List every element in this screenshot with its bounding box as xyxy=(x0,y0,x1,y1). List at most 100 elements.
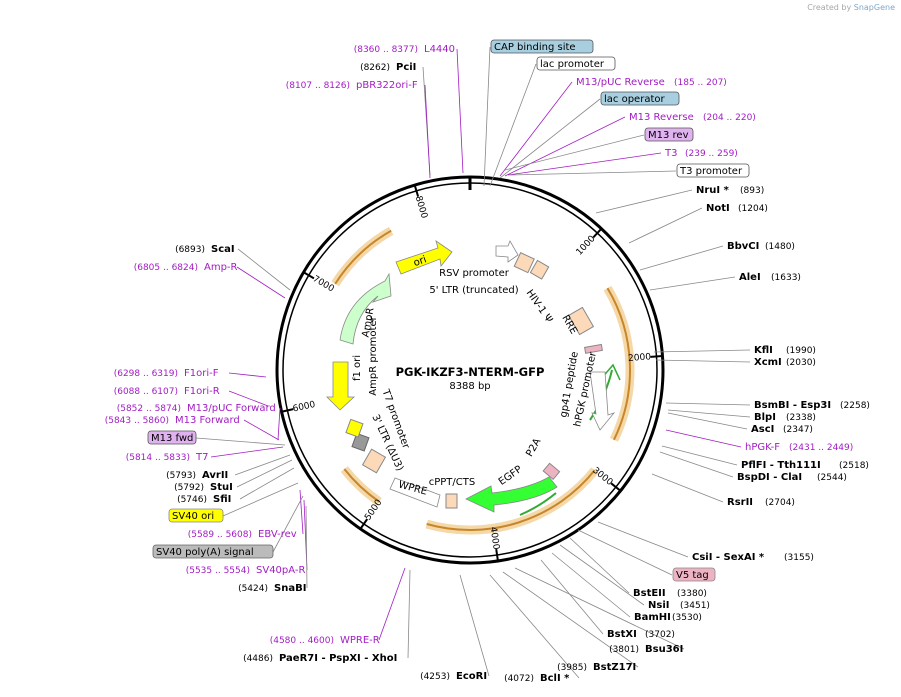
left-label-bsu36i: (3801)Bsu36I xyxy=(609,644,683,655)
label-name: BbvCI xyxy=(727,241,759,252)
label-name: M13 Forward xyxy=(175,415,240,426)
tick-2000 xyxy=(650,354,663,358)
right-leader-lines xyxy=(483,46,751,635)
label-position: (1480) xyxy=(765,242,795,252)
label-name: SnaBI xyxy=(274,583,306,594)
left-label-sv40-poly-a-signal: SV40 poly(A) signal xyxy=(152,544,274,559)
label-position: (8107 .. 8126) xyxy=(286,81,350,91)
label-name: BstEII xyxy=(633,588,666,599)
right-label-xcmi: XcmI(2030) xyxy=(754,357,816,368)
label-position: (4486) xyxy=(243,654,273,664)
right-label-bamhi: BamHI(3530) xyxy=(634,612,702,623)
label-position: (4580 .. 4600) xyxy=(270,636,334,646)
right-label-m13-rev: M13 rev xyxy=(644,127,694,142)
label-position: (1204) xyxy=(738,204,768,214)
leader-line xyxy=(499,81,573,177)
tick-6000 xyxy=(281,408,294,413)
orf-arc-line-1 xyxy=(606,287,631,441)
label-position: (2431 .. 2449) xyxy=(789,443,853,453)
label-name: T7 xyxy=(195,452,208,463)
orf-green-arc-2 xyxy=(519,492,557,516)
label-position: (3155) xyxy=(784,553,814,563)
leader-line xyxy=(299,489,304,535)
label-position: (185 .. 207) xyxy=(674,78,727,88)
label-box xyxy=(147,430,197,445)
label-name: M13/pUC Forward xyxy=(187,403,276,414)
left-label-snabi: (5424)SnaBI xyxy=(238,583,306,594)
leader-line xyxy=(378,567,406,641)
leader-line xyxy=(504,116,626,177)
right-label-csii-sexai-: CsiI - SexAI *(3155) xyxy=(692,552,814,563)
inner-label: AmpR promoter xyxy=(368,315,379,395)
label-name: WPRE-R xyxy=(340,635,380,646)
leader-line xyxy=(507,152,662,176)
feature-5ltr-b xyxy=(529,259,550,280)
leader-line xyxy=(424,84,431,179)
label-position: (6893) xyxy=(175,245,205,255)
left-label-paer7i-pspxi-xhoi: (4486)PaeR7I - PspXI - XhoI xyxy=(243,653,397,664)
inner-label: P2A xyxy=(524,437,543,459)
right-label-v5-tag: V5 tag xyxy=(672,567,716,582)
right-label-hpgk-f: hPGK-F(2431 .. 2449) xyxy=(745,442,853,453)
label-name: M13 rev xyxy=(648,130,689,141)
leader-line xyxy=(577,529,673,576)
tick-5000 xyxy=(359,518,369,530)
leader-line xyxy=(514,567,685,650)
label-position: (5793) xyxy=(166,471,196,481)
leader-line xyxy=(407,569,411,659)
label-box xyxy=(536,56,616,71)
label-position: (4072) xyxy=(504,674,534,684)
leader-line xyxy=(489,574,580,679)
left-label-sfii: (5746)SfiI xyxy=(177,494,231,505)
feature-sv40polyA xyxy=(351,432,370,452)
right-label-m13-reverse: M13 Reverse(204 .. 220) xyxy=(629,112,756,123)
leader-line xyxy=(509,170,677,176)
label-name: BstXI xyxy=(607,629,637,640)
right-label-bspdi-clai: BspDI - ClaI(2544) xyxy=(737,472,847,483)
label-box xyxy=(676,163,750,178)
right-label-bsmbi-esp3i: BsmBI - Esp3I(2258) xyxy=(754,400,870,411)
leader-line xyxy=(236,266,286,299)
leader-line xyxy=(305,505,308,589)
leader-line xyxy=(239,467,295,500)
left-label-m13-fwd: M13 fwd xyxy=(147,430,197,445)
left-label-bstz17i: (3985)BstZ17I xyxy=(557,662,636,673)
label-name: lac promoter xyxy=(540,59,605,70)
orf-arc-line-2 xyxy=(426,469,596,531)
label-name: SV40 poly(A) signal xyxy=(156,547,254,558)
label-name: XcmI xyxy=(754,357,782,368)
feature-5ltr xyxy=(513,252,535,274)
feature-arrows xyxy=(326,240,616,513)
label-name: AscI xyxy=(751,424,774,435)
feature-ori xyxy=(395,240,453,275)
orf-arc-4 xyxy=(331,226,394,287)
feature-cppt xyxy=(445,493,458,509)
right-label-lac-promoter: lac promoter xyxy=(536,56,616,71)
feature-ampr xyxy=(339,272,392,345)
tick-8000 xyxy=(413,184,420,197)
label-position: (1990) xyxy=(786,346,816,356)
leader-line xyxy=(639,245,724,271)
label-position: (6298 .. 6319) xyxy=(114,369,178,379)
left-label-m13-forward: (5843 .. 5860)M13 Forward xyxy=(105,415,240,426)
left-label-t7: (5814 .. 5833)T7 xyxy=(126,452,209,463)
orf-arc-line-3 xyxy=(343,468,380,503)
leader-line xyxy=(234,454,291,476)
leader-line xyxy=(655,359,751,363)
label-position: (8360 .. 8377) xyxy=(354,45,418,55)
left-label-stui: (5792)StuI xyxy=(174,482,233,493)
feature-f1ori xyxy=(326,361,356,411)
label-position: (5535 .. 5554) xyxy=(186,566,250,576)
label-position: (5589 .. 5608) xyxy=(188,530,252,540)
label-name: BamHI xyxy=(634,612,671,623)
leader-line xyxy=(195,437,286,446)
leader-line xyxy=(237,248,291,291)
left-label-wpre-r: (4580 .. 4600) WPRE-R xyxy=(270,635,380,646)
label-position: (2544) xyxy=(817,473,847,483)
label-name: SfiI xyxy=(213,494,231,505)
left-label-avrii: (5793)AvrII xyxy=(166,470,228,481)
label-name: Amp-R xyxy=(204,262,238,273)
feature-gp41 xyxy=(584,343,603,354)
tick-label: 6000 xyxy=(292,400,317,415)
right-label-m13-puc-reverse: M13/pUC Reverse(185 .. 207) xyxy=(576,77,727,88)
